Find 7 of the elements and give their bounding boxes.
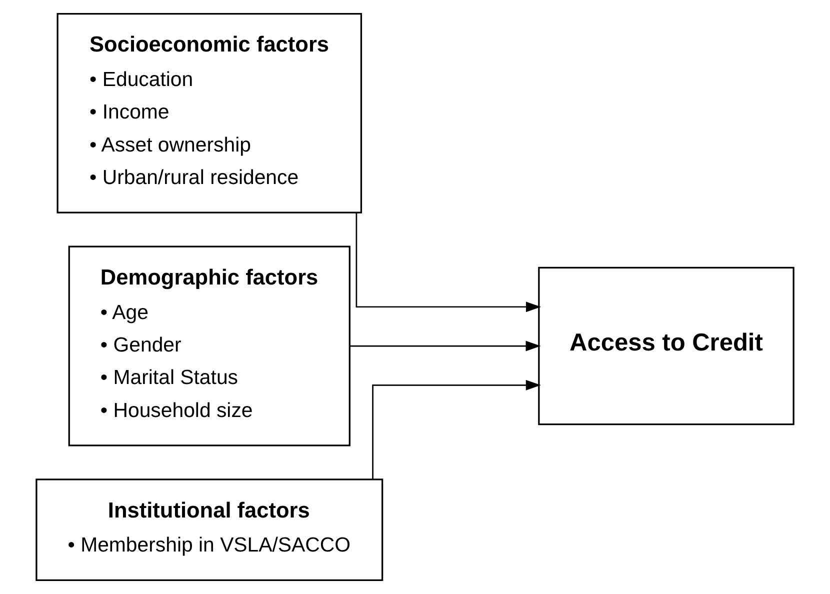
node-box: Socioeconomic factors • Education • Income • Asset ownership • Urban/rural residence bbox=[56, 12, 362, 214]
node-box: Institutional factors • Membership in VSLA/SACCO bbox=[36, 478, 384, 582]
node-box: Access to Credit bbox=[538, 266, 794, 426]
arrow bbox=[350, 340, 541, 352]
arrow bbox=[372, 380, 541, 480]
arrow bbox=[356, 212, 541, 312]
node-box: Demographic factors • Age • Gender • Marital Status • Household size bbox=[68, 246, 350, 446]
